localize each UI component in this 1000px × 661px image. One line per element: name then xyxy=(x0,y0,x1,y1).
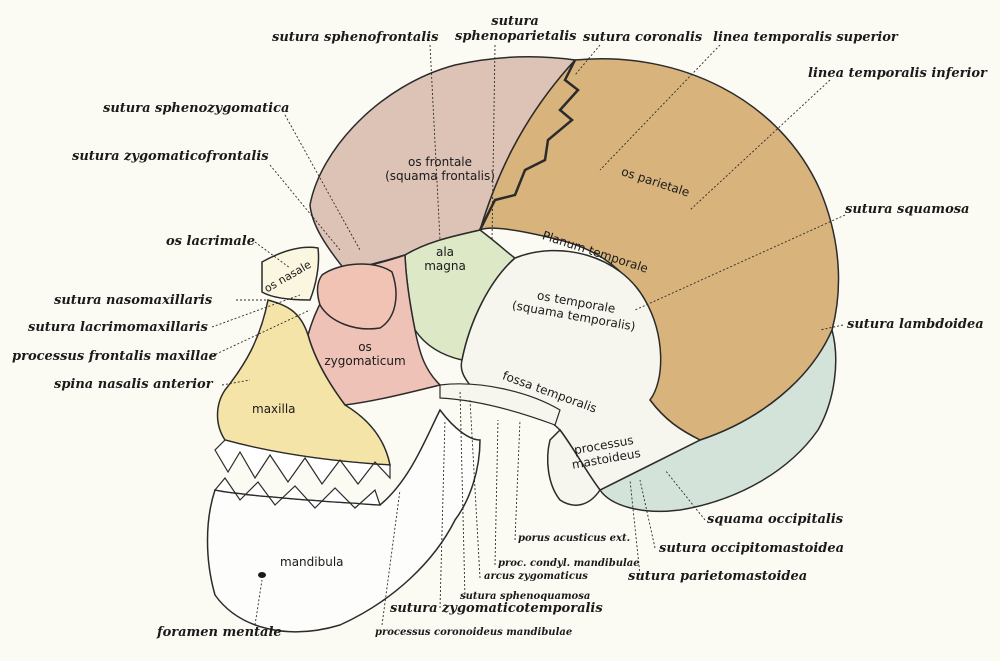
maxilla-label: maxilla xyxy=(252,402,296,416)
label-porus-acusticus-ext: porus acusticus ext. xyxy=(518,533,631,544)
label-sutura-parietomastoidea: sutura parietomastoidea xyxy=(628,569,808,584)
label-sutura-occipitomastoidea: sutura occipitomastoidea xyxy=(659,541,845,556)
os-frontale-line-1: os frontale xyxy=(407,155,473,169)
label-sutura-zygomaticotemporalis: sutura zygomaticotemporalis xyxy=(390,601,603,616)
label-processus-frontalis-maxillae: processus frontalis maxillae xyxy=(12,349,217,364)
ala-line-2: magna xyxy=(424,259,466,273)
label-spina-nasalis-anterior: spina nasalis anterior xyxy=(54,377,213,392)
sphenoparietalis-line-1: sutura xyxy=(491,14,539,29)
label-sutura-lacrimomaxillaris: sutura lacrimomaxillaris xyxy=(28,320,208,335)
leader-lines xyxy=(211,44,846,626)
label-sutura-sphenozygomatica: sutura sphenozygomatica xyxy=(103,101,290,116)
foramen-mentale-hole xyxy=(258,572,266,578)
label-sutura-lambdoidea: sutura lambdoidea xyxy=(847,317,984,332)
label-os-lacrimale: os lacrimale xyxy=(166,234,255,249)
mastoid-process xyxy=(546,428,601,506)
label-sutura-sphenofrontalis: sutura sphenofrontalis xyxy=(272,30,439,45)
label-foramen-mentale: foramen mentale xyxy=(157,625,282,640)
label-sutura-squamosa: sutura squamosa xyxy=(845,202,970,217)
label-proc-condyl-mandibulae: proc. condyl. mandibulae xyxy=(498,558,640,569)
lower-teeth xyxy=(213,477,381,509)
os-frontale-line-2: (squama frontalis) xyxy=(385,169,495,183)
label-sutura-zygomaticofrontalis: sutura zygomaticofrontalis xyxy=(72,149,269,164)
os-zygomaticum-line-1: os xyxy=(358,340,372,354)
nasal-bone xyxy=(261,246,320,301)
label-sutura-sphenoparietalis: sutura sphenoparietalis xyxy=(455,14,577,44)
label-arcus-zygomaticus: arcus zygomaticus xyxy=(484,571,588,582)
coronal-suture xyxy=(478,59,580,231)
label-sutura-sphenoquamosa: sutura sphenoquamosa xyxy=(460,591,591,602)
ala-line-1: ala xyxy=(435,245,455,259)
os-zygomaticum-label: os zygomaticum xyxy=(320,340,410,368)
temporal-squama xyxy=(460,249,702,491)
label-processus-coronoideus-mandibulae: processus coronoideus mandibulae xyxy=(375,627,573,638)
frontal-bone xyxy=(309,55,577,271)
label-sutura-nasomaxillaris: sutura nasomaxillaris xyxy=(54,293,213,308)
ala-magna-label: ala magna xyxy=(420,245,470,273)
label-squama-occipitalis: squama occipitalis xyxy=(707,512,844,527)
upper-teeth xyxy=(214,439,391,486)
sphenoparietalis-line-2: sphenoparietalis xyxy=(455,29,577,44)
orbit xyxy=(316,263,397,330)
mandibula-label: mandibula xyxy=(280,555,344,569)
os-frontale-label: os frontale (squama frontalis) xyxy=(375,155,505,183)
label-sutura-coronalis: sutura coronalis xyxy=(583,30,703,45)
os-zygomaticum-line-2: zygomaticum xyxy=(324,354,406,368)
label-linea-temporalis-superior: linea temporalis superior xyxy=(713,30,898,45)
zygomatic-arch xyxy=(439,383,561,426)
label-linea-temporalis-inferior: linea temporalis inferior xyxy=(808,66,987,81)
